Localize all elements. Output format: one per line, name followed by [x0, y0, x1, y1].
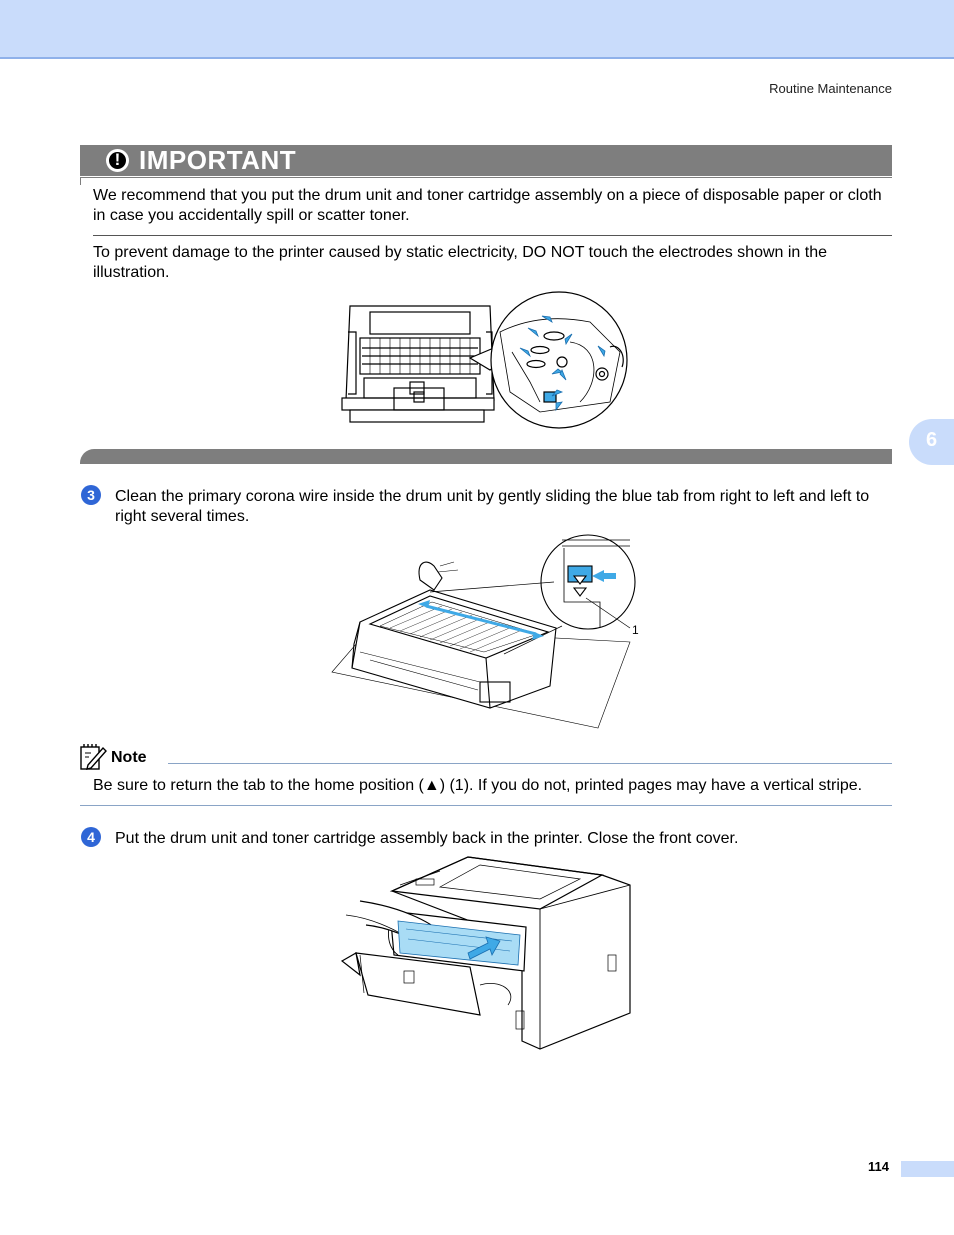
page-number-marker [901, 1161, 954, 1177]
note-pencil-icon [80, 744, 107, 770]
reinstall-illustration [340, 856, 631, 1050]
top-header-band [0, 0, 954, 59]
important-banner: ! IMPORTANT [80, 145, 892, 176]
important-paragraph-1: We recommend that you put the drum unit … [93, 187, 882, 224]
step-4-text: Put the drum unit and toner cartridge as… [115, 830, 739, 847]
exclamation-icon: ! [106, 149, 129, 172]
chapter-number: 6 [926, 429, 938, 451]
note-text: Be sure to return the tab to the home po… [93, 777, 863, 794]
note-label: Note [111, 749, 147, 766]
step-3-badge: 3 [81, 485, 101, 505]
important-underline [80, 177, 892, 178]
callout-label-1: 1 [632, 623, 639, 637]
note-bottom-rule [80, 805, 892, 806]
important-left-edge [80, 177, 81, 185]
electrodes-illustration [341, 291, 628, 429]
page-number: 114 [868, 1159, 889, 1174]
corona-wire-illustration: 1 [331, 534, 639, 729]
important-title: IMPORTANT [139, 145, 297, 175]
step-3-text: Clean the primary corona wire inside the… [115, 488, 870, 525]
running-header: Routine Maintenance [769, 81, 892, 96]
chapter-tab[interactable]: 6 [909, 419, 954, 465]
note-top-rule [168, 763, 892, 764]
important-paragraph-2: To prevent damage to the printer caused … [93, 244, 827, 281]
step-4-badge: 4 [81, 827, 101, 847]
important-divider [93, 235, 892, 236]
important-closing-bar [80, 449, 892, 464]
